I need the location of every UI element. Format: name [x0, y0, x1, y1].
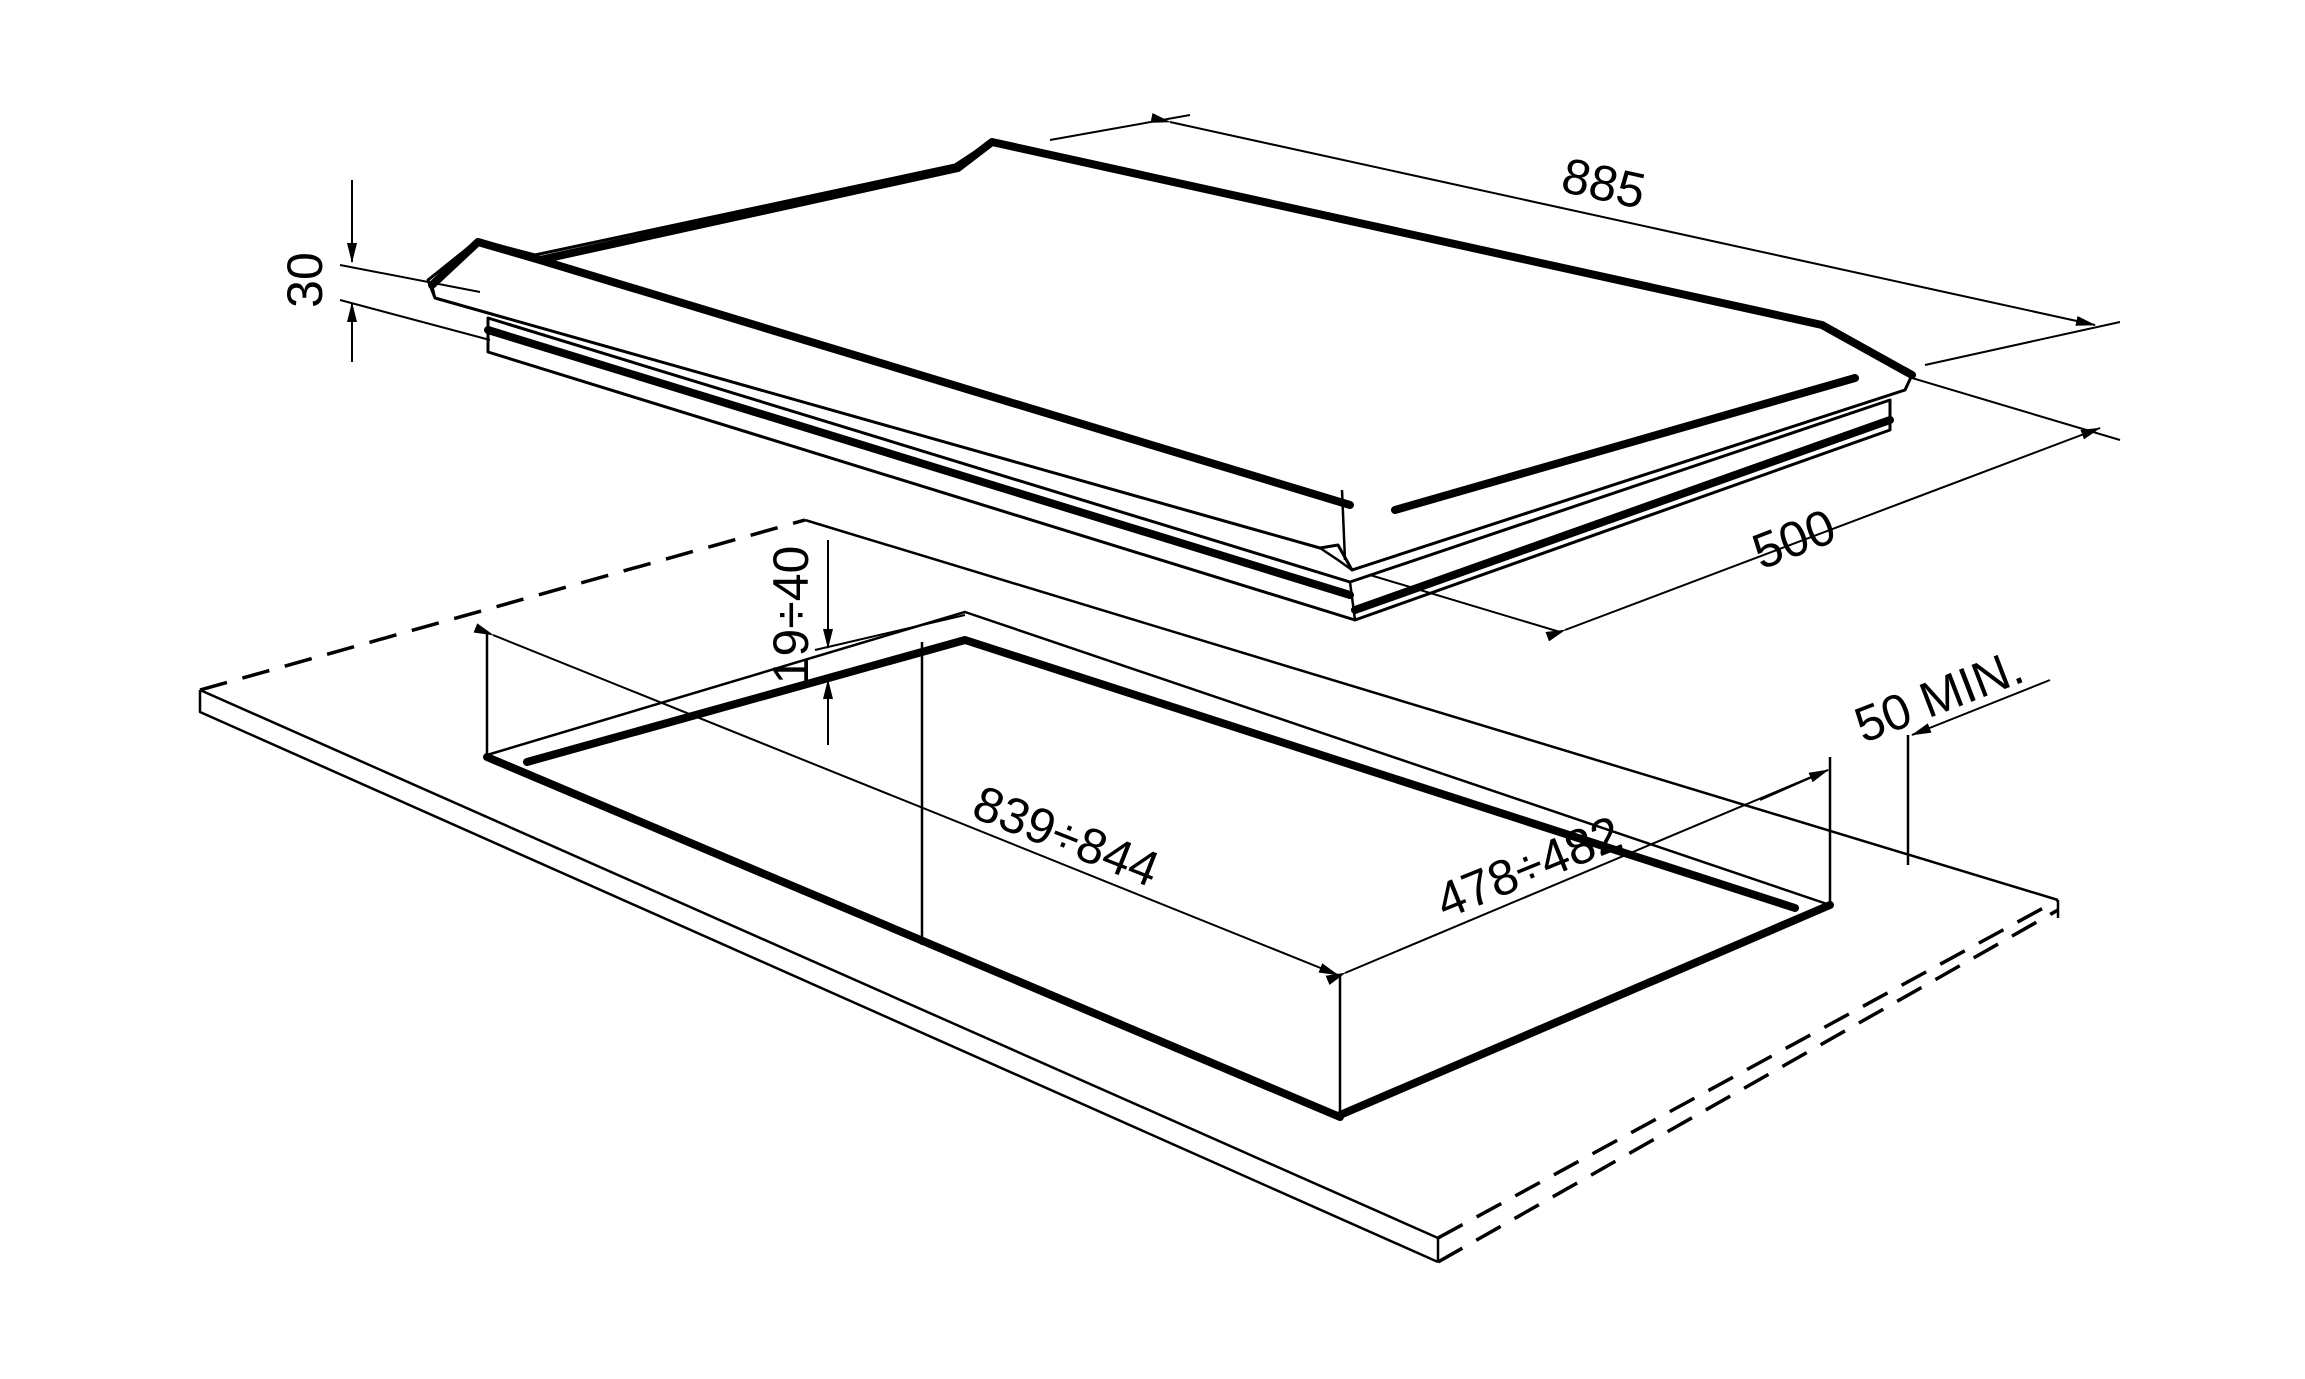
label-839-844: 839÷844 — [966, 775, 1167, 898]
dim-30: 30 — [277, 180, 491, 362]
worktop-front-right-edge-top — [1437, 898, 2059, 1240]
cutout-inner-left — [483, 753, 1344, 1121]
worktop-back-right-edge — [804, 518, 2059, 902]
ext-line — [1369, 574, 1561, 633]
worktop-front-left-edge-bottom — [198, 690, 1439, 1264]
dim-line-885 — [1150, 113, 2096, 326]
ext-line — [1911, 377, 2121, 441]
worktop — [198, 518, 2060, 1264]
ext-line — [339, 299, 491, 341]
dim-arrow-right — [1911, 679, 2051, 736]
worktop-front-right-edge — [1437, 908, 2059, 1264]
dim-839-844: 839÷844 — [473, 623, 1339, 976]
hob-body-edge-left — [484, 326, 1354, 599]
label-50-min: 50 MIN. — [1847, 639, 2031, 754]
ext-line — [339, 264, 481, 293]
label-30: 30 — [277, 252, 333, 308]
label-500: 500 — [1745, 498, 1843, 580]
label-19-40: 19÷40 — [763, 546, 819, 685]
dim-arrow-left — [1759, 769, 1829, 801]
dim-line-500 — [1545, 427, 2101, 642]
hob — [426, 138, 1916, 622]
ext-line — [1924, 321, 2121, 366]
hob-top-rim — [430, 284, 1321, 550]
dim-478-482: 478÷482 — [1325, 769, 1829, 985]
dim-50-min: 50 MIN. — [1759, 639, 2051, 801]
cutout-inner-front — [1336, 901, 1834, 1119]
hob-top-front-left-edge — [536, 256, 1354, 509]
label-885: 885 — [1557, 147, 1651, 220]
dim-line-478-482 — [1325, 769, 1829, 985]
ext-line — [1049, 114, 1191, 141]
cutout-inner-back — [523, 636, 1799, 912]
hob-body-corner — [1348, 581, 1357, 621]
worktop-back-left-edge — [199, 518, 806, 692]
hob-front-corner — [1340, 489, 1347, 561]
dim-line-839-844 — [473, 623, 1339, 976]
cutout — [483, 610, 1910, 1121]
worktop-front-left-edge-top — [199, 688, 1439, 1240]
